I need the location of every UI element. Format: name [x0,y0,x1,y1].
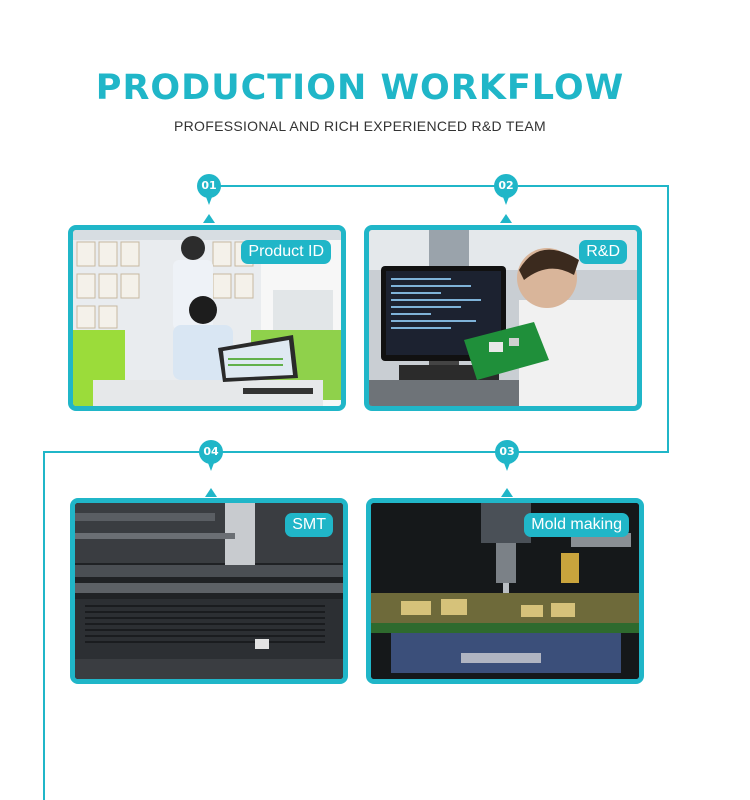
step-badge-04: 04 [199,440,223,471]
step-card-smt: SMT [70,498,348,684]
step-card-mold-making: Mold making [366,498,644,684]
connector-line-right-03 [518,451,669,453]
step-card-rd: R&D [364,225,642,411]
pointer-up-icon [205,488,217,497]
connector-line-right-vertical [667,185,669,452]
page-title: PRODUCTION WORKFLOW [95,68,625,108]
step-label: Product ID [241,240,331,264]
connector-line-left-vertical [43,451,45,800]
step-label: R&D [579,240,627,264]
step-badge-02: 02 [494,174,518,205]
step-label: Mold making [524,513,629,537]
pointer-up-icon [501,488,513,497]
step-badge-03: 03 [495,440,519,471]
mold-machine-photo [371,503,639,679]
step-label: SMT [285,513,333,537]
engineer-photo [369,230,637,406]
pointer-up-icon [203,214,215,223]
connector-line-01-02 [220,185,500,187]
connector-line-04-left [43,451,210,453]
pointer-up-icon [500,214,512,223]
connector-line-03-04 [222,451,506,453]
connector-line-02-right [518,185,668,187]
step-card-product-id: Product ID [68,225,346,411]
page-subtitle: PROFESSIONAL AND RICH EXPERIENCED R&D TE… [173,118,546,134]
step-badge-01: 01 [197,174,221,205]
